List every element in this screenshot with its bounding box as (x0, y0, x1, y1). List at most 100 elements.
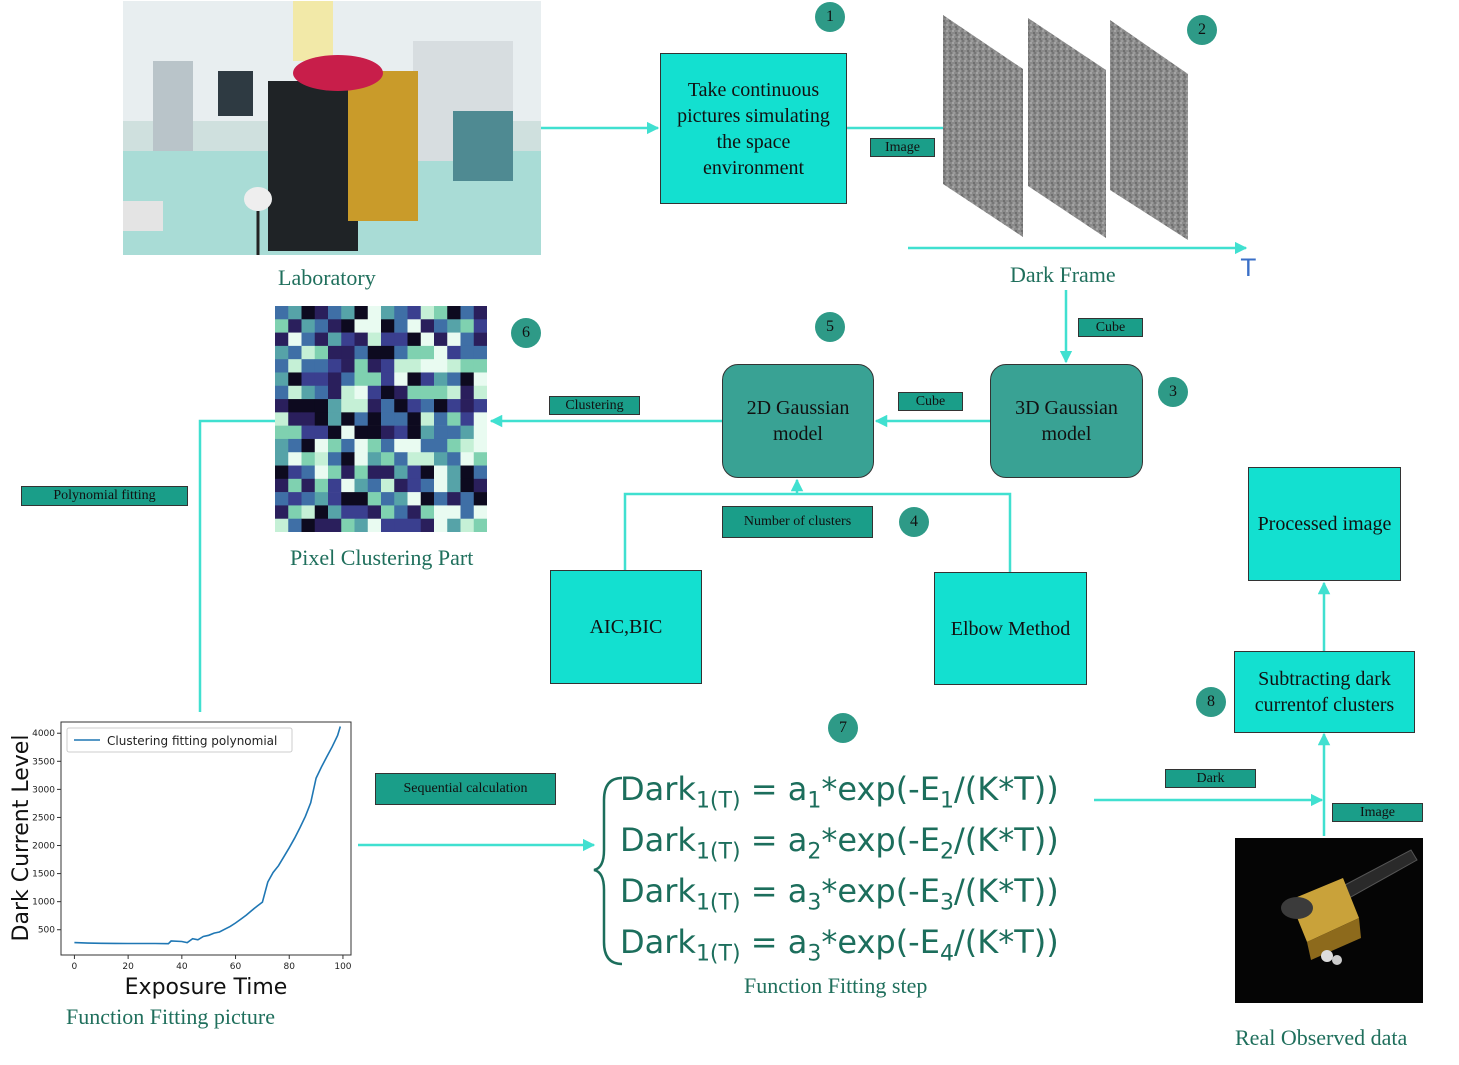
chart-y-tick-label: 3500 (32, 757, 55, 767)
mosaic-cell (275, 425, 289, 440)
mosaic-cell (381, 465, 395, 480)
mosaic-cell (354, 505, 369, 519)
mosaic-cell (367, 385, 382, 400)
mosaic-cell (328, 332, 342, 347)
dark-frame-3 (1110, 20, 1188, 240)
mosaic-cell (288, 425, 302, 440)
mosaic-cell (381, 372, 395, 387)
mosaic-cell (394, 478, 408, 493)
mosaic-cell (460, 425, 475, 440)
mosaic-cell (460, 505, 475, 519)
mosaic-cell (314, 478, 329, 493)
caption-dark-frame: Dark Frame (1010, 262, 1116, 287)
step-number-4: 4 (899, 507, 929, 537)
mosaic-cell (394, 438, 408, 453)
mosaic-cell (288, 385, 302, 400)
mosaic-cell (434, 359, 448, 373)
mosaic-cell (381, 452, 395, 466)
mosaic-cell (420, 518, 435, 532)
mosaic-cell (420, 478, 435, 493)
caption-function-fitting-picture: Function Fitting picture (66, 1004, 275, 1029)
chart-x-tick-label: 80 (284, 962, 296, 972)
mosaic-cell (420, 372, 435, 387)
chart-x-axis-label: Exposure Time (125, 975, 288, 1000)
mosaic-cell (407, 345, 422, 360)
mosaic-cell (328, 359, 342, 373)
mosaic-cell (354, 306, 369, 320)
mosaic-cell (394, 345, 408, 360)
mosaic-cell (275, 412, 289, 426)
mosaic-cell (341, 478, 355, 493)
mosaic-cell (434, 425, 448, 440)
aic-bic-box: AIC,BIC (550, 570, 702, 684)
dark-frame-stack (943, 15, 1188, 240)
mosaic-cell (275, 345, 289, 360)
mosaic-cell (394, 385, 408, 400)
mosaic-cell (275, 452, 289, 466)
mosaic-cell (381, 332, 395, 347)
mosaic-cell (328, 385, 342, 400)
mosaic-cell (407, 385, 422, 400)
mosaic-cell (447, 306, 461, 320)
step-number-1: 1 (815, 2, 845, 32)
mosaic-cell (460, 306, 475, 320)
mosaic-cell (288, 399, 302, 413)
mosaic-cell (275, 399, 289, 413)
mosaic-cell (328, 452, 342, 466)
mosaic-cell (460, 438, 475, 453)
mosaic-cell (447, 518, 461, 532)
mosaic-cell (328, 465, 342, 480)
mosaic-cell (420, 425, 435, 440)
mosaic-cell (328, 438, 342, 453)
chart-y-axis-label: Dark Current Level (9, 735, 34, 942)
mosaic-cell (275, 465, 289, 480)
mosaic-cell (301, 492, 316, 506)
mosaic-cell (473, 385, 487, 400)
mosaic-cell (473, 306, 487, 320)
mosaic-cell (301, 452, 316, 466)
step-number-2: 2 (1187, 15, 1217, 45)
mosaic-cell (328, 306, 342, 320)
mosaic-cell (275, 319, 289, 333)
mosaic-cell (460, 399, 475, 413)
mosaic-cell (314, 359, 329, 373)
mosaic-cell (473, 332, 487, 347)
mosaic-cell (275, 492, 289, 506)
mosaic-cell (420, 505, 435, 519)
mosaic-cell (407, 452, 422, 466)
mosaic-cell (447, 372, 461, 387)
mosaic-cell (460, 465, 475, 480)
mosaic-cell (381, 319, 395, 333)
mosaic-cell (447, 478, 461, 493)
mosaic-cell (288, 518, 302, 532)
mosaic-cell (381, 412, 395, 426)
mosaic-cell (354, 518, 369, 532)
mosaic-cell (420, 306, 435, 320)
mosaic-cell (367, 465, 382, 480)
mosaic-cell (367, 319, 382, 333)
mosaic-cell (460, 345, 475, 360)
mosaic-cell (314, 345, 329, 360)
caption-pixel-clustering: Pixel Clustering Part (290, 545, 474, 570)
mosaic-cell (381, 518, 395, 532)
label-cube-1: Cube (1078, 318, 1143, 337)
mosaic-cell (367, 505, 382, 519)
chart-y-tick-label: 4000 (32, 729, 55, 739)
mosaic-cell (314, 385, 329, 400)
mosaic-cell (328, 518, 342, 532)
chart-legend-label: Clustering fitting polynomial (107, 734, 277, 748)
mosaic-cell (460, 385, 475, 400)
mosaic-cell (275, 385, 289, 400)
mosaic-cell (275, 478, 289, 493)
mosaic-cell (420, 492, 435, 506)
mosaic-cell (460, 518, 475, 532)
step-number-8: 8 (1196, 687, 1226, 717)
mosaic-cell (420, 438, 435, 453)
gauss-3d-box: 3D Gaussian model (990, 364, 1143, 478)
mosaic-cell (314, 425, 329, 440)
mosaic-cell (314, 332, 329, 347)
step-number-6: 6 (511, 318, 541, 348)
mosaic-cell (288, 412, 302, 426)
mosaic-cell (381, 492, 395, 506)
mosaic-cell (473, 319, 487, 333)
